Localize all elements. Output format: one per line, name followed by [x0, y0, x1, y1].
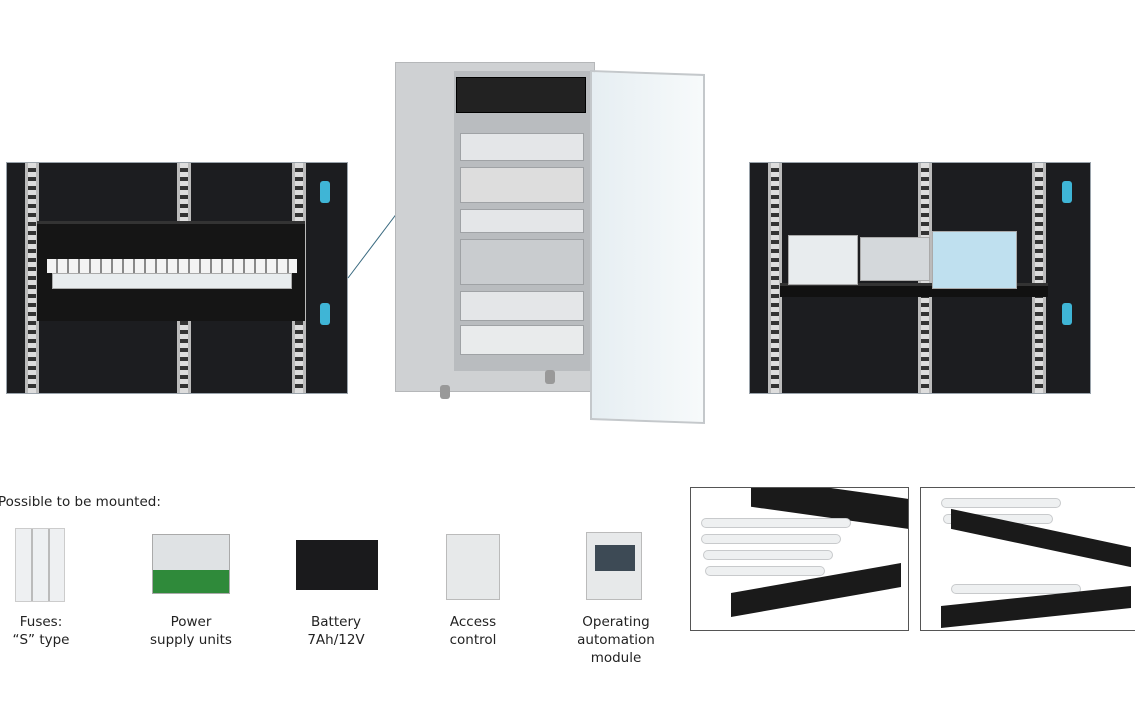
caption-line: module [590, 650, 642, 666]
cable [941, 498, 1061, 508]
caption-line: supply units [150, 632, 232, 648]
battery-image [296, 540, 378, 590]
cable [701, 534, 841, 544]
fuses-caption: Fuses: “S” type [0, 613, 106, 649]
rack-device [460, 291, 584, 321]
fuse-module [788, 235, 858, 285]
caption-line: automation [577, 632, 655, 648]
caption-line: control [449, 632, 497, 648]
rack-clip [320, 181, 330, 203]
rack-body [395, 62, 595, 392]
rack-clip [1062, 303, 1072, 325]
automation-module-caption: Operating automation module [551, 613, 681, 667]
cable [701, 518, 851, 528]
rack-foot [440, 385, 450, 399]
highlighted-panel [456, 77, 586, 113]
rack-foot [545, 370, 555, 384]
cable [705, 566, 825, 576]
battery-caption: Battery 7Ah/12V [271, 613, 401, 649]
rack-rail [1032, 163, 1046, 393]
access-control-image [446, 534, 500, 600]
cable-management-photo-1 [690, 487, 909, 631]
rack-device [460, 133, 584, 161]
access-control-caption: Access control [408, 613, 538, 649]
mounting-panel-closed-photo [6, 162, 348, 394]
cable [951, 584, 1081, 594]
caption-line: Operating [582, 614, 650, 630]
rack-device [460, 167, 584, 203]
power-supply-image [152, 534, 230, 594]
caption-line: “S” type [12, 632, 70, 648]
rack-rail [768, 163, 782, 393]
possible-to-be-mounted-heading: Possible to be mounted: [0, 494, 161, 510]
automation-module-image [586, 532, 642, 600]
din-module [860, 237, 930, 281]
caption-line: Power [170, 614, 212, 630]
rack-clip [320, 303, 330, 325]
cable [703, 550, 833, 560]
mounting-panel-open-photo [749, 162, 1091, 394]
panel-vent-strip [47, 259, 297, 273]
caption-line: 7Ah/12V [307, 632, 365, 648]
cable-management-photo-2 [920, 487, 1135, 631]
rack-device [460, 325, 584, 355]
rack-glass-door [590, 69, 705, 425]
rack-clip [1062, 181, 1072, 203]
caption-line: Access [449, 614, 497, 630]
power-supply-caption: Power supply units [126, 613, 256, 649]
rack-device [460, 209, 584, 233]
power-supply-module [932, 231, 1017, 289]
caption-line: Fuses: [19, 614, 63, 630]
mounted-modules [52, 273, 292, 289]
rack-device [460, 239, 584, 285]
caption-line: Battery [311, 614, 361, 630]
module-control-panel [595, 545, 635, 571]
fuse-image [15, 528, 65, 602]
